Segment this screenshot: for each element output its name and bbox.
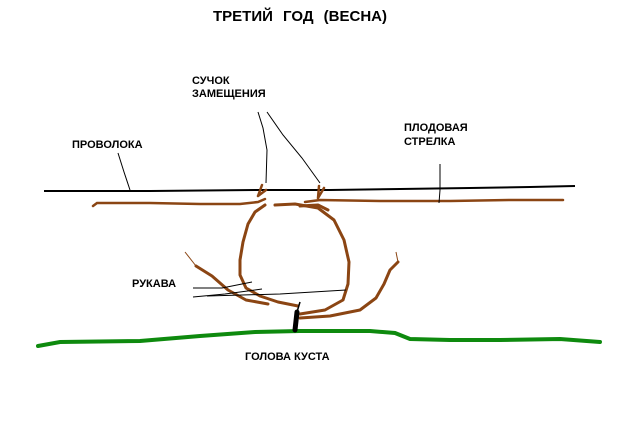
- pointer-arms-1: [193, 281, 253, 289]
- label-knot-line1: СУЧОК: [192, 75, 230, 87]
- pointer-arms-2: [192, 288, 263, 298]
- label-cane-line2: СТРЕЛКА: [404, 136, 456, 148]
- ground-line: [36, 329, 602, 348]
- shoot-tip-right: [395, 251, 399, 263]
- pointer-knot-left: [257, 111, 268, 184]
- fruiting-cane-right: [303, 198, 565, 204]
- trunk-tip: [296, 301, 301, 313]
- label-head: ГОЛОВА КУСТА: [245, 351, 330, 363]
- fruiting-cane-left: [91, 197, 267, 208]
- pointer-wire: [117, 152, 131, 191]
- label-wire: ПРОВОЛОКА: [72, 139, 143, 151]
- trunk: [292, 309, 300, 333]
- shoot-left: [194, 264, 270, 306]
- vine-arm-right: [273, 202, 351, 316]
- pointer-knot-right: [266, 111, 321, 184]
- shoot-right: [298, 260, 400, 320]
- pointer-cane: [438, 164, 441, 204]
- wire-line: [44, 185, 576, 192]
- vine-arm-left: [238, 203, 300, 308]
- label-knot-line2: ЗАМЕЩЕНИЯ: [192, 88, 266, 100]
- spur-right: [316, 184, 326, 200]
- shoot-tip-left: [184, 251, 197, 267]
- label-cane-line1: ПЛОДОВАЯ: [404, 122, 468, 134]
- label-arms: РУКАВА: [132, 278, 177, 290]
- spur-left: [256, 183, 268, 198]
- diagram-title: ТРЕТИЙ ГОД (ВЕСНА): [212, 8, 388, 25]
- vine-arm-inner: [298, 203, 330, 212]
- pointer-arms-3: [206, 289, 347, 297]
